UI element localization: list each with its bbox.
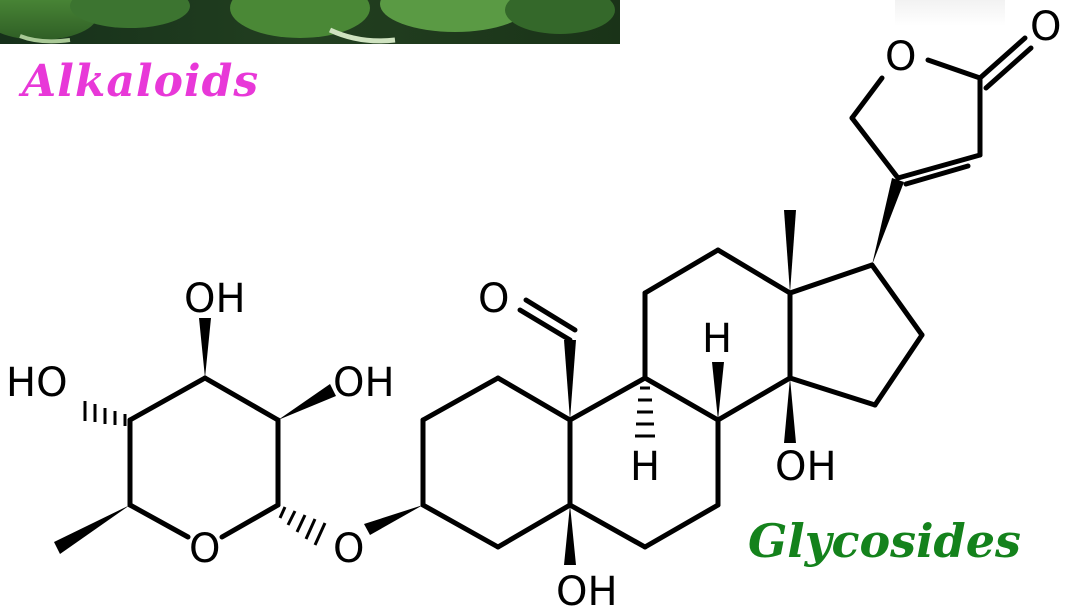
- atom-oh-top: OH: [184, 276, 246, 322]
- bond: [849, 75, 885, 121]
- wedge-bond: [364, 505, 423, 535]
- hash: [278, 506, 287, 519]
- bond: [202, 375, 281, 423]
- bond: [567, 502, 648, 550]
- atom-h-down: H: [630, 444, 660, 490]
- atom-o-ring: O: [189, 526, 220, 572]
- bond: [869, 262, 925, 338]
- bond: [127, 502, 191, 540]
- bond: [977, 35, 1028, 81]
- wedge-bond: [564, 340, 576, 420]
- hash: [286, 510, 297, 526]
- atom-oh-bottom: OH: [556, 569, 618, 612]
- bond: [420, 375, 501, 423]
- corner-smudge: [895, 0, 1005, 26]
- bond: [715, 247, 793, 296]
- bond: [983, 45, 1034, 91]
- bond: [127, 375, 208, 423]
- hash-bonds: [83, 386, 655, 546]
- bond: [642, 375, 721, 423]
- wedge-bond: [199, 318, 211, 378]
- glycosides-label: Glycosides: [748, 514, 1021, 568]
- wedge-bond: [54, 505, 130, 554]
- atom-oh-sugar-right: OH: [333, 360, 395, 406]
- wedge-bond: [564, 505, 576, 565]
- leaf-photo-strip: [0, 0, 620, 44]
- bond: [495, 375, 573, 423]
- bond: [787, 375, 878, 408]
- bonds: [127, 35, 1034, 550]
- bond: [567, 375, 648, 423]
- bond: [642, 502, 721, 550]
- bond: [420, 502, 501, 550]
- bond: [517, 307, 573, 343]
- wedge-bond: [784, 210, 796, 293]
- wedge-bond: [278, 384, 336, 420]
- bond: [523, 297, 578, 333]
- atom-oh-c14: OH: [775, 444, 837, 490]
- bond: [642, 247, 721, 296]
- bond: [715, 375, 793, 423]
- bond: [872, 332, 925, 408]
- bond: [495, 502, 573, 550]
- wedge-bond: [712, 362, 724, 420]
- bond: [849, 115, 901, 181]
- atom-h-up: H: [702, 316, 732, 362]
- wedge-bond: [872, 178, 904, 265]
- atom-o-aldehyde: O: [478, 276, 509, 322]
- bond: [219, 502, 281, 540]
- alkaloids-label: Alkaloids: [22, 56, 260, 107]
- hash: [304, 518, 317, 540]
- bond: [925, 57, 983, 81]
- leaf-image: [0, 0, 620, 44]
- wedges: [54, 178, 904, 565]
- hash: [295, 514, 307, 533]
- wedge-bond: [784, 378, 796, 443]
- bond: [895, 152, 983, 181]
- bond: [903, 163, 971, 187]
- atom-ho-left: HO: [6, 360, 68, 406]
- atom-o-link: O: [333, 526, 364, 572]
- atom-o-carbonyl: O: [1030, 4, 1061, 50]
- atom-o-lactone-ring: O: [885, 34, 916, 80]
- bond: [787, 262, 875, 296]
- atom-labels: OH HO OH O O OH O H H OH O O: [6, 4, 1061, 612]
- hash: [313, 522, 327, 546]
